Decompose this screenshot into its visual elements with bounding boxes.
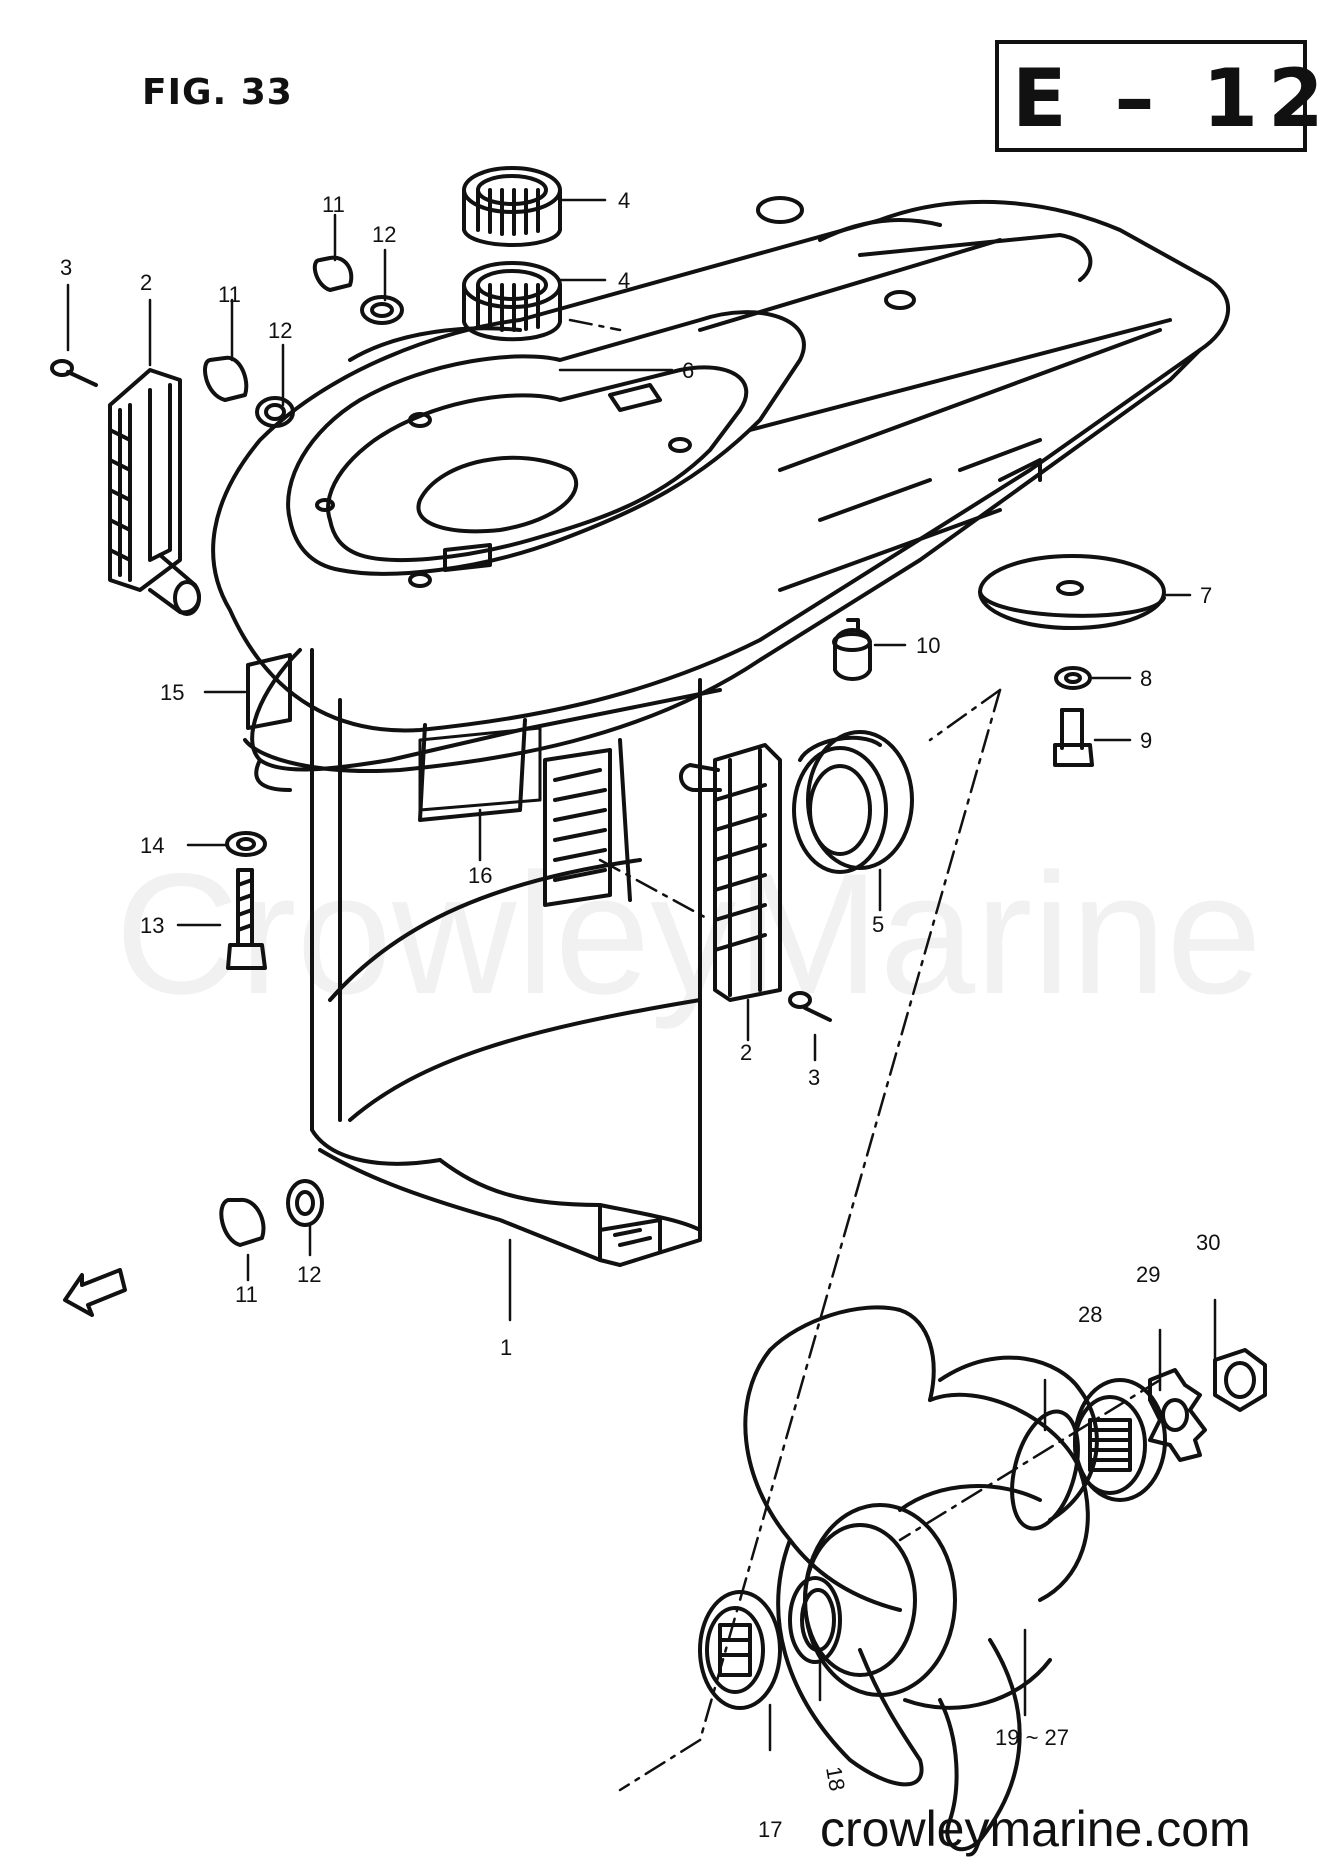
- callout-3: 3: [60, 255, 72, 280]
- washer-8: [1054, 666, 1092, 690]
- anti-ventilation-plate: [250, 648, 722, 822]
- water-inlet-right: [679, 743, 782, 1002]
- callout-14: 14: [140, 833, 164, 858]
- callout-1: 1: [500, 1335, 512, 1360]
- bolt-9: [1053, 708, 1094, 767]
- section-code: E – 12: [1012, 52, 1334, 145]
- leader-lines: [66, 198, 1217, 1752]
- plug-10: [832, 618, 872, 681]
- callout-18: 18: [821, 1765, 850, 1793]
- trim-anode: [978, 554, 1166, 630]
- callout-6: 6: [682, 358, 694, 383]
- washer-12-low: [286, 1179, 324, 1227]
- decal-16: [418, 726, 542, 812]
- callout-2: 2: [140, 270, 152, 295]
- section-code-frame: [995, 40, 1307, 152]
- spacer-18: [788, 1576, 842, 1664]
- callout-12: 12: [297, 1262, 321, 1287]
- thrust-hub-28: [1073, 1378, 1167, 1502]
- gear-case-deck: [211, 196, 1230, 773]
- nut-11-mid: [203, 355, 249, 402]
- decal-15: [246, 653, 292, 730]
- callout-8: 8: [1140, 666, 1152, 691]
- nut-11-low: [219, 1197, 266, 1247]
- seal-5: [792, 730, 914, 874]
- lock-washer-29: [1148, 1368, 1207, 1462]
- washer-14: [225, 831, 267, 857]
- callout-28: 28: [1078, 1302, 1102, 1327]
- callout-11: 11: [322, 192, 345, 217]
- callout-4: 4: [618, 188, 630, 213]
- callout-4: 4: [618, 268, 630, 293]
- callout-10: 10: [916, 633, 940, 658]
- bearing-lower: [462, 261, 562, 342]
- water-inlet-left: [108, 368, 201, 616]
- screw-3-left: [50, 359, 98, 387]
- callout-12: 12: [268, 318, 292, 343]
- bearing-upper: [462, 166, 562, 247]
- thrust-washer-17: [698, 1590, 782, 1710]
- screw-3-right: [788, 991, 832, 1022]
- fwd-arrow-icon: [63, 1268, 127, 1317]
- callout-9: 9: [1140, 728, 1152, 753]
- washer-12-mid: [255, 396, 295, 428]
- callout-5: 5: [872, 912, 884, 937]
- callout-30: 30: [1196, 1230, 1220, 1255]
- callout-11: 11: [218, 282, 241, 307]
- bolt-13: [226, 868, 267, 970]
- callout-3: 3: [808, 1065, 820, 1090]
- callout-17: 17: [758, 1817, 782, 1842]
- callout-11: 11: [235, 1282, 258, 1307]
- callout-7: 7: [1200, 583, 1212, 608]
- callout-labels: 1 2 2 3 3 4 4 5 6 7 8 9 10 11 11 11 12 1…: [60, 188, 1220, 1842]
- washer-12-top: [360, 295, 404, 325]
- prop-nut-30: [1213, 1348, 1267, 1412]
- watermark: CrowleyMarine: [115, 838, 1262, 1030]
- callout-16: 16: [468, 863, 492, 888]
- lower-unit-housing: [310, 648, 702, 1267]
- figure-title: FIG. 33: [142, 72, 293, 113]
- callout-12: 12: [372, 222, 396, 247]
- site-url: crowleymarine.com: [820, 1801, 1251, 1857]
- callout-19-27: 19 ~ 27: [995, 1725, 1069, 1750]
- callout-29: 29: [1136, 1262, 1160, 1287]
- callout-15: 15: [160, 680, 184, 705]
- centerlines: [568, 318, 1162, 1792]
- callout-2: 2: [740, 1040, 752, 1065]
- callout-13: 13: [140, 913, 164, 938]
- nut-11-top: [312, 255, 354, 292]
